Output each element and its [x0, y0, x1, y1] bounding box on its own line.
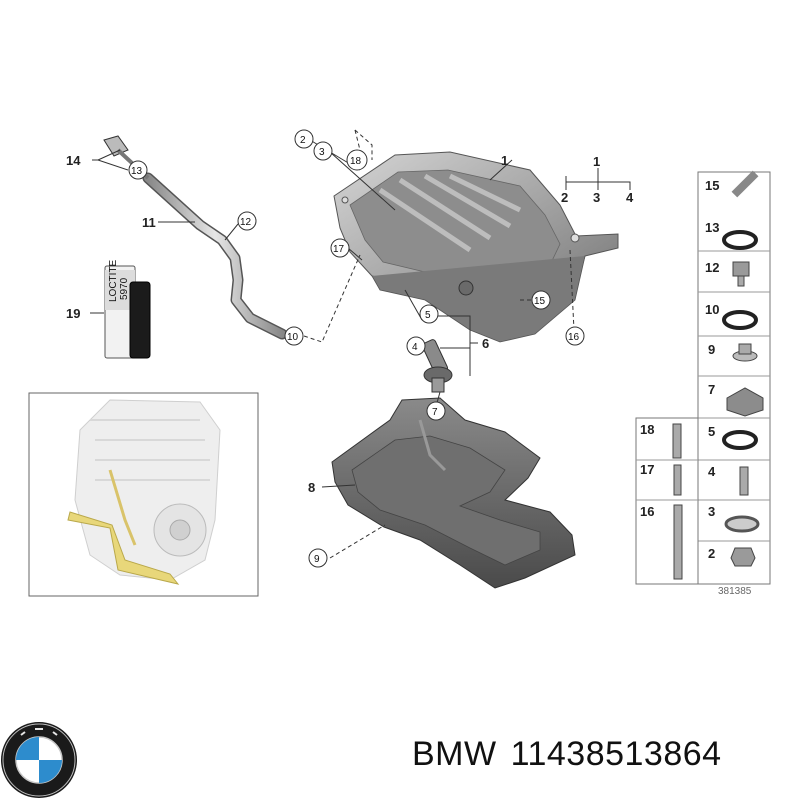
callout-1: 1	[501, 153, 508, 168]
callout-9: 9	[314, 554, 320, 565]
table-label-2: 2	[708, 546, 715, 561]
table-label-12: 12	[705, 260, 719, 275]
callout-15: 15	[534, 296, 546, 307]
callout-12: 12	[240, 217, 252, 228]
callout-11: 11	[142, 215, 156, 230]
callout-6: 6	[482, 336, 489, 351]
callout-2: 2	[300, 135, 306, 146]
table-label-10: 10	[705, 302, 719, 317]
engine-thumbnail	[28, 392, 259, 597]
table-label-5: 5	[708, 424, 715, 439]
callout-3: 3	[319, 147, 325, 158]
callout-19: 19	[66, 306, 80, 321]
callout-17: 17	[333, 244, 345, 255]
sealant-brand-label: LOCTITE	[108, 259, 119, 302]
table-label-3: 3	[708, 504, 715, 519]
table-label-13: 13	[705, 220, 719, 235]
sealant-code-label: 5970	[119, 277, 130, 300]
callouts: 14 13 11 12 19 10 2 3 18 17 1 1 2 3 4 15…	[66, 129, 634, 568]
parts-table-labels: 15 13 12 10 9 7 5 4 3 2 18 17 16 381385	[640, 178, 752, 597]
sealant-bottle-drawing: LOCTITE 5970	[104, 259, 151, 359]
table-label-16: 16	[640, 504, 654, 519]
bracket-2: 2	[561, 190, 568, 205]
parts-table	[635, 170, 771, 585]
bracket-1: 1	[593, 154, 600, 169]
callout-18: 18	[350, 156, 362, 167]
callout-16: 16	[568, 332, 580, 343]
table-label-15: 15	[705, 178, 719, 193]
oil-pan-cover-drawing	[331, 397, 576, 589]
oil-level-sensor-drawing	[421, 339, 453, 393]
bracket-4: 4	[626, 190, 634, 205]
table-label-4: 4	[708, 464, 716, 479]
table-label-7: 7	[708, 382, 715, 397]
brand-text: BMW	[412, 735, 497, 773]
callout-7: 7	[432, 407, 438, 418]
product-caption: BMW 11438513864	[412, 735, 736, 774]
oil-pan-drawing	[333, 151, 619, 343]
callout-10: 10	[287, 332, 299, 343]
bracket-3: 3	[593, 190, 600, 205]
part-number-text: 11438513864	[510, 735, 722, 773]
table-label-9: 9	[708, 342, 715, 357]
callout-8: 8	[308, 480, 315, 495]
callout-5: 5	[425, 310, 431, 321]
table-label-17: 17	[640, 462, 654, 477]
reference-number: 381385	[718, 586, 752, 597]
bmw-logo	[1, 722, 77, 798]
table-label-18: 18	[640, 422, 654, 437]
callout-13-top: 13	[131, 166, 143, 177]
callout-14: 14	[66, 153, 81, 168]
callout-4: 4	[412, 342, 418, 353]
